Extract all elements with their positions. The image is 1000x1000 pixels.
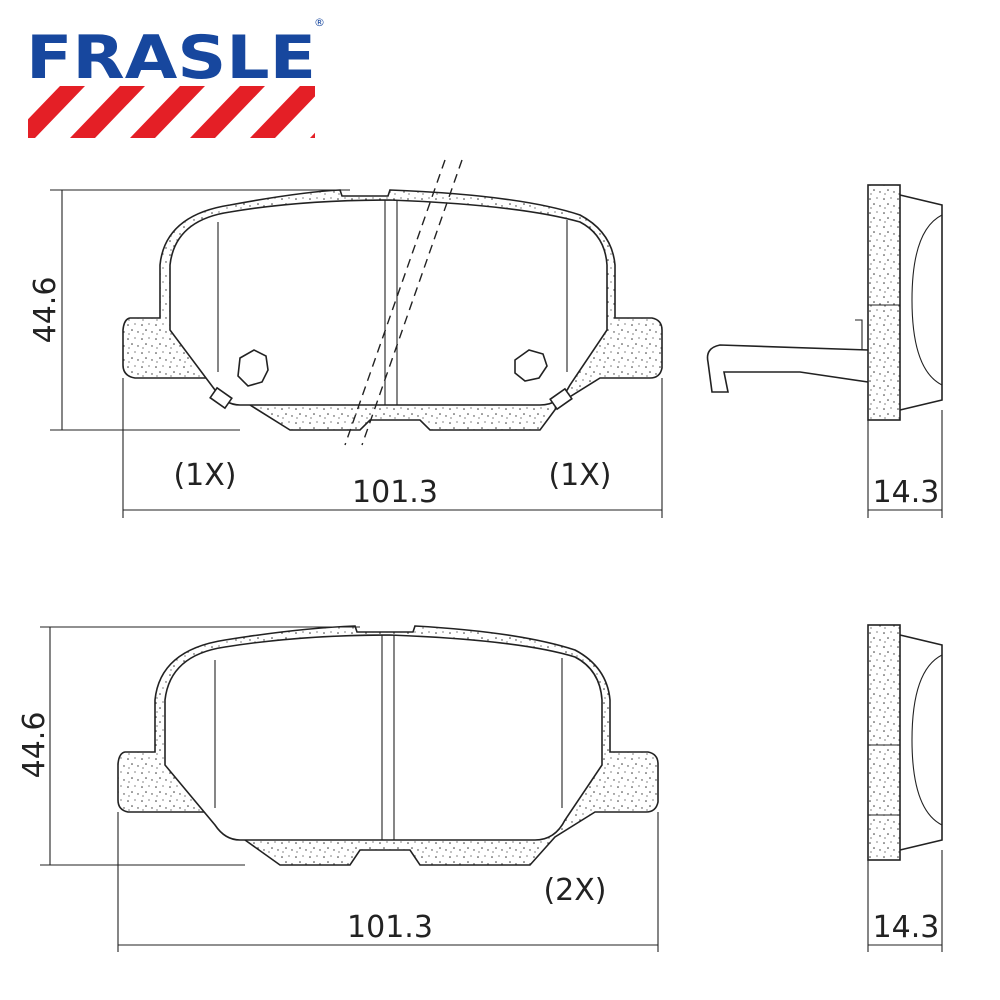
top-dimensions: 44.6 101.3 14.3 (1X) (1X): [28, 189, 943, 518]
top-thickness-dimension: 14.3: [873, 475, 940, 510]
registered-mark: ®: [314, 16, 325, 29]
right-clip-hole: [514, 349, 548, 382]
bottom-thickness-dimension: 14.3: [873, 910, 940, 945]
top-height-dimension: 44.6: [28, 277, 63, 344]
top-qty-left: (1X): [173, 458, 236, 493]
logo-text: FRASLE: [26, 23, 316, 93]
left-clip-hole: [237, 349, 269, 387]
bottom-qty: (2X): [543, 873, 606, 908]
top-pad-front-view: [122, 159, 663, 446]
bottom-pad-front-view: [117, 625, 659, 866]
bottom-pad-side-view: [867, 624, 943, 861]
top-width-dimension: 101.3: [352, 475, 438, 510]
wear-indicator-clip: [706, 344, 869, 393]
bottom-width-dimension: 101.3: [347, 910, 433, 945]
top-qty-right: (1X): [548, 458, 611, 493]
bottom-height-dimension: 44.6: [17, 712, 52, 779]
bottom-dimensions: 44.6 101.3 14.3 (2X): [17, 626, 943, 952]
frasle-logo: FRASLE ®: [26, 16, 325, 138]
top-pad-side-view: [706, 184, 943, 421]
